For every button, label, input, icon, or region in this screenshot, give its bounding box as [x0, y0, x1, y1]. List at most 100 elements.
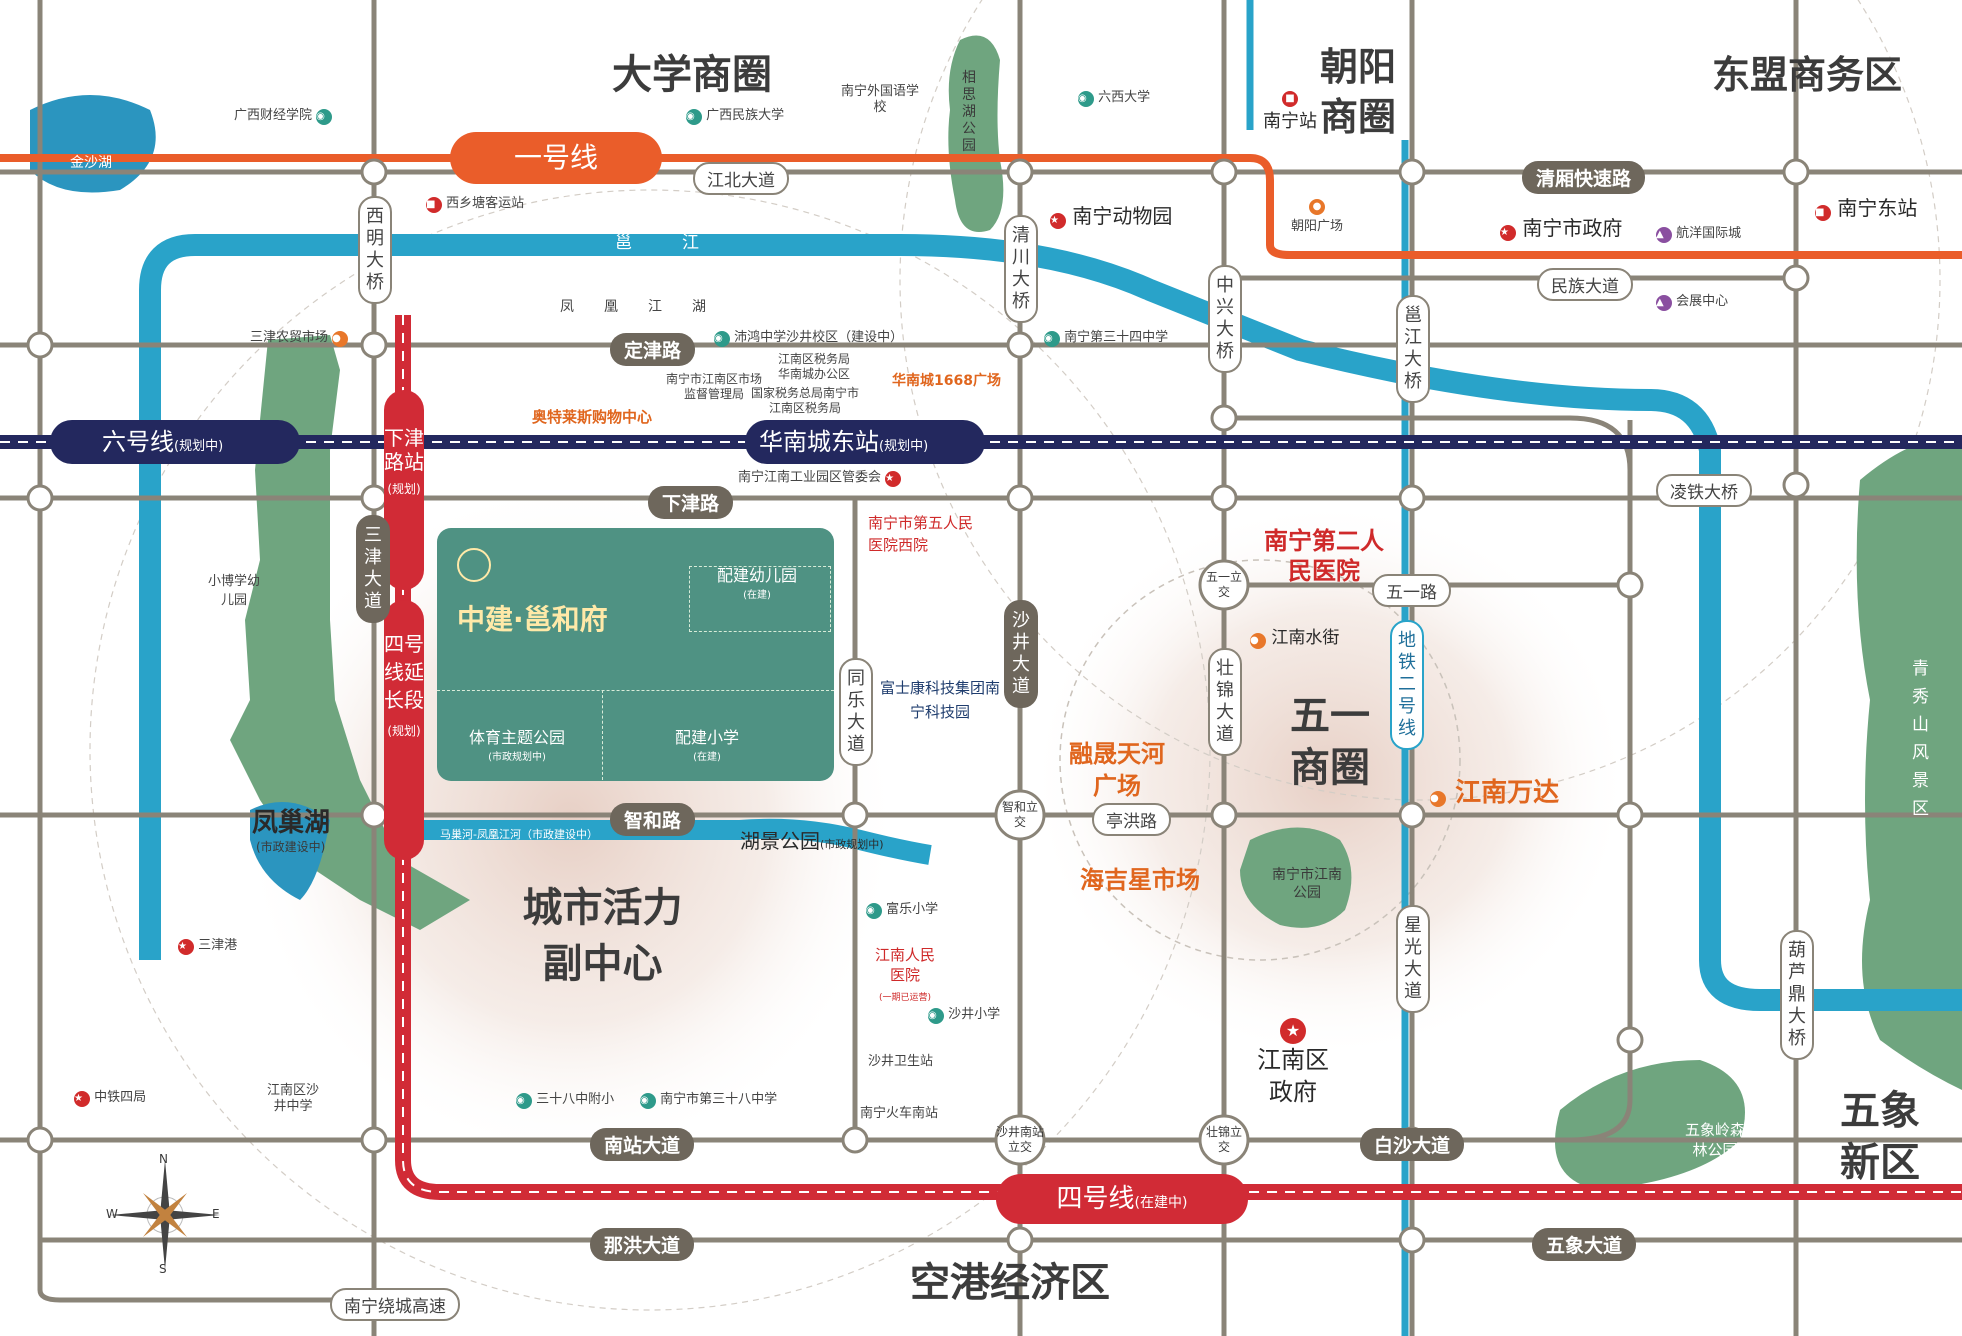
label-huanjing: 湖景公园(市政规划中) [740, 825, 884, 854]
sports-park-label: 体育主题公园 [468, 728, 565, 747]
poi-haijixing: 海吉星市场 [1080, 866, 1200, 894]
poi-shajing-health: 沙井卫生站 [868, 1054, 934, 1069]
label-qingxiu: 青秀山风景区 [1912, 659, 1929, 819]
project-logo-icon [457, 548, 491, 582]
metro-line2-label: 地铁二号线 [1390, 620, 1424, 750]
jiangnan-water-label: 江南水街 [1271, 628, 1340, 648]
project-divider-h [437, 690, 834, 692]
shop-icon: ● [332, 331, 349, 347]
label-wuxiangling: 五象岭森林公园 [1684, 1121, 1745, 1159]
road-yongjiang-bridge: 邕江大桥 [1396, 295, 1430, 403]
poi-chaoyang-square: ●朝阳广场 [1282, 198, 1352, 234]
label-river-note: 马巢河-凤凰江河（市政建设中） [440, 828, 598, 841]
xiajin-note: (规划) [387, 482, 421, 496]
star-icon: ★ [1500, 225, 1516, 241]
poi-hangyang: ▲ 航洋国际城 [1656, 222, 1741, 243]
road-qingchuan: 清川大桥 [1004, 215, 1038, 323]
poi-xixiangtang: ■ 西乡塘客运站 [426, 192, 524, 213]
poi-foxconn: 富士康科技集团南宁科技园 [880, 679, 1001, 721]
project-block[interactable]: 中建·邕和府 配建幼儿园(在建) 体育主题公园(市政规划中) 配建小学(在建) [437, 528, 834, 781]
poi-convention: ▲ 会展中心 [1656, 290, 1728, 311]
no38-label: 南宁市第三十八中学 [660, 1092, 778, 1107]
xixiangtang-label: 西乡塘客运站 [446, 196, 525, 211]
jiangnan-hosp-note: (一期已运营) [878, 993, 932, 1003]
zhongtie-label: 中铁四局 [94, 1090, 147, 1105]
label-fenghuang: 凤凰江湖 [560, 299, 736, 315]
project-kindergarten: 配建幼儿园 (在建) [687, 566, 827, 606]
guangxi-minzu-label: 广西民族大学 [706, 108, 785, 123]
project-divider-v [602, 690, 604, 780]
radius-circle-1 [1059, 559, 1461, 961]
shop-icon: ● [1250, 633, 1266, 649]
poi-ronghe: 融晟天河广场 [1069, 740, 1165, 800]
compass-e: E [212, 1207, 220, 1221]
poi-market-admin: 南宁市江南区市场监督管理局 [665, 372, 762, 401]
poi-tax1: 江南区税务局华南城办公区 [777, 352, 850, 381]
label-jiangnan-park: 南宁市江南公园 [1272, 867, 1342, 901]
school-icon: ◉ [1044, 331, 1060, 347]
road-huludin: 葫芦鼎大桥 [1780, 930, 1814, 1060]
building-icon: ▲ [1656, 295, 1672, 311]
huanjing-text: 湖景公园 [740, 829, 820, 853]
road-nanzhan: 南站大道 [590, 1128, 695, 1161]
star-icon: ★ [1050, 213, 1066, 229]
shajing-primary-label: 沙井小学 [948, 1007, 1001, 1022]
fule-label: 富乐小学 [886, 902, 939, 917]
poi-liuxi: ◉ 六西大学 [1078, 86, 1150, 107]
nanning-station-label: 南宁站 [1263, 111, 1317, 132]
interchange-zhuangjin: 壮锦立交 [1206, 1125, 1243, 1154]
bus-icon: ■ [426, 197, 442, 213]
road-tongle: 同乐大道 [839, 658, 873, 766]
glow-wuyi [1030, 500, 1630, 1060]
radius-circle-3 [899, 0, 1941, 801]
interchange-shajingnan: 沙井南站立交 [995, 1125, 1044, 1154]
nanning-east-label: 南宁东站 [1837, 196, 1918, 220]
road-xingguang: 星光大道 [1396, 905, 1430, 1013]
road-dingjin: 定津路 [610, 333, 696, 366]
kindergarten-note: (在建) [743, 590, 771, 601]
chaoyang-square-label: 朝阳广场 [1290, 219, 1343, 234]
label-xiangsi: 相思湖公园 [962, 70, 976, 154]
road-ximing: 西明大桥 [358, 196, 392, 304]
district-dongmeng: 东盟商务区 [1712, 53, 1903, 97]
sanjingang-label: 三津港 [198, 938, 238, 953]
road-sanjin: 三津大道 [356, 515, 390, 623]
road-tinghong: 亭洪路 [1092, 803, 1171, 836]
road-wuyi: 五一路 [1372, 574, 1451, 607]
sports-park-note: (市政规划中) [488, 752, 546, 763]
no34-label: 南宁第三十四中学 [1064, 330, 1169, 345]
city-gov-label: 南宁市政府 [1522, 216, 1623, 240]
poi-nanning-station: ■南宁站 [1262, 85, 1318, 133]
road-qingyong: 清厢快速路 [1522, 161, 1646, 194]
zoo-label: 南宁动物园 [1072, 204, 1173, 228]
park-wuxiangling [1555, 1060, 1745, 1190]
liuxi-label: 六西大学 [1098, 90, 1151, 105]
sanjin-market-label: 三津农贸市场 [250, 330, 329, 345]
poi-huanan1668: 华南城1668广场 [892, 373, 1001, 389]
school-icon: ◉ [686, 109, 702, 125]
school-icon: ◉ [714, 331, 730, 347]
kindergarten-label: 配建幼儿园 [716, 566, 797, 585]
park-jiangnan [1240, 827, 1352, 928]
road-shajing: 沙井大道 [1004, 600, 1038, 708]
poi-guangxi-finance: 广西财经学院 ◉ [234, 104, 333, 125]
poi-zoo: ★ 南宁动物园 [1050, 200, 1172, 229]
poi-peihong: ◉ 沛鸿中学沙井校区（建设中） [714, 326, 903, 347]
school-icon: ◉ [316, 109, 333, 125]
school-icon: ◉ [866, 903, 882, 919]
project-name: 中建·邕和府 [457, 603, 608, 636]
park-xiangsi [948, 35, 1004, 232]
poi-nanning-east: ■ 南宁东站 [1815, 192, 1917, 221]
road-zhuangjin: 壮锦大道 [1208, 648, 1242, 756]
poi-industrial: 南宁江南工业园区管委会 ★ [738, 466, 902, 487]
radius-circle-2 [89, 189, 1211, 1311]
train-icon: ■ [1815, 205, 1831, 221]
line4-note: (在建中) [1134, 1195, 1188, 1211]
school-icon: ◉ [640, 1093, 656, 1109]
line4-ext-badge: 四号线延长段(规划) [384, 600, 424, 860]
park-jinsha [30, 95, 156, 193]
poi-sanjingang: ★ 三津港 [178, 934, 237, 955]
xiajin-station-label: 下津路站 [384, 426, 424, 474]
poi-jiangnan-wanda: ● 江南万达 [1430, 772, 1559, 809]
jiangnan-wanda-label: 江南万达 [1455, 778, 1560, 808]
